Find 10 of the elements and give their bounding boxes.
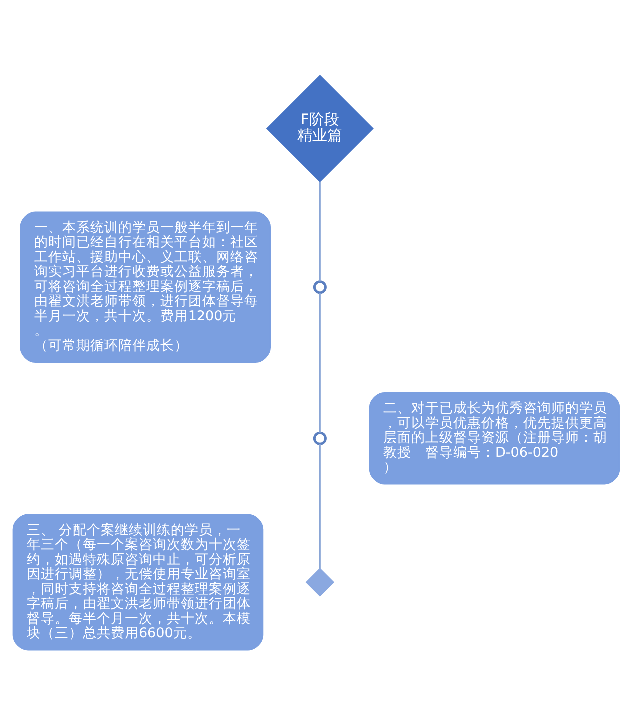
- connector: [319, 444, 321, 568]
- node-circle: [313, 431, 327, 445]
- node-diamond: F阶段 精业篇: [266, 74, 374, 182]
- node-box: 三、 分配个案继续训练的学员，一年三个（每一个案咨询次数为十次签约，如遇特殊原咨询中止，可分析原因进行调整），无偿使用专业咨询室，同时支持将咨询全过程整理案例逐字稿后，由翟文洪老师带领进行团体督导。每半个月一次，共十次。本模块（三）总共费用6600元。: [12, 514, 264, 650]
- connector: [319, 292, 321, 432]
- node-box: 二、对于已成长为优秀咨询师的学员，可以学员优惠价格，优先提供更高层面的上级督导资源（注册导师：胡教授 督导编号：D-06-020）: [369, 392, 620, 484]
- node-diamond: [306, 568, 335, 596]
- connector: [319, 182, 321, 282]
- node-box: 一、本系统训的学员一般半年到一年的时间已经自行在相关平台如：社区工作站、援助中心、义工联、网络咨询实习平台进行收费或公益服务者，可将咨询全过程整理案例逐字稿后，由翟文洪老师带领，进行团体督导每半月一次，共十次。费用1200元。 （可常期循环陪伴成长）: [20, 211, 271, 362]
- node-circle: [313, 280, 327, 294]
